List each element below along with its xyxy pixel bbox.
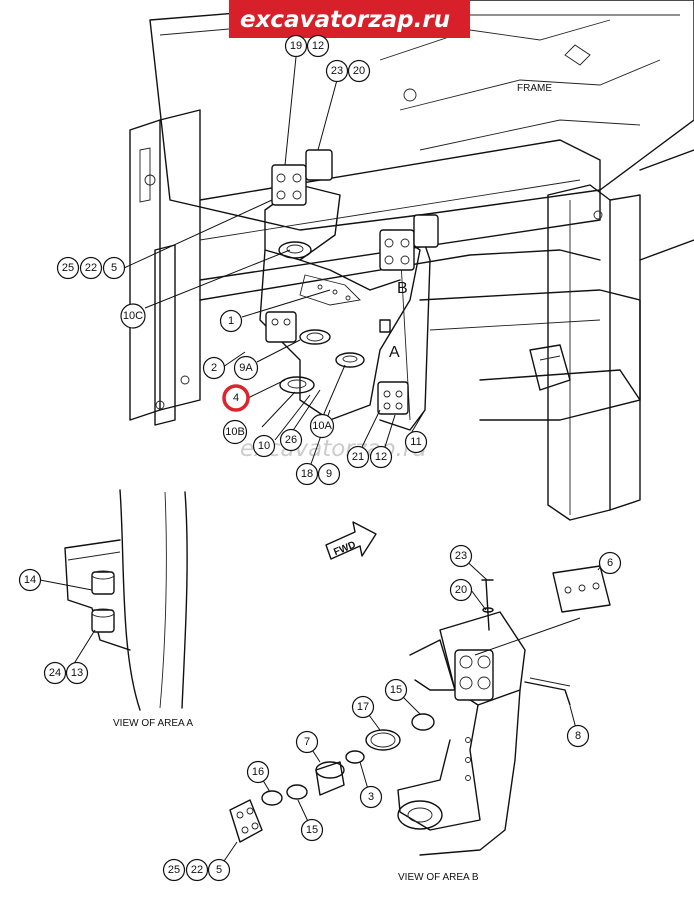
callout-18: 18 (295, 462, 319, 486)
callout-23b: 23 (449, 544, 473, 568)
callout-9: 9 (317, 462, 341, 486)
callout-1: 1 (219, 309, 243, 333)
callout-10: 10 (252, 434, 276, 458)
callout-24: 24 (43, 661, 67, 685)
callout-15b: 15 (300, 818, 324, 842)
callout-2: 2 (202, 356, 226, 380)
svg-text:20: 20 (353, 65, 365, 77)
svg-text:23: 23 (331, 65, 343, 77)
svg-text:8: 8 (575, 730, 581, 742)
callout-23: 23 (325, 59, 349, 83)
callout-10A: 10A (309, 413, 335, 439)
svg-text:10B: 10B (225, 426, 245, 438)
callouts-view-b: 23 20 6 15 17 7 16 3 8 15 25 22 5 (162, 544, 622, 882)
svg-text:12: 12 (375, 451, 387, 463)
svg-text:19: 19 (290, 40, 302, 52)
callout-25b: 25 (162, 858, 186, 882)
watermark-text: excavatorzap.ru (240, 7, 450, 33)
svg-text:14: 14 (24, 574, 36, 586)
svg-text:15: 15 (306, 824, 318, 836)
callout-6: 6 (598, 551, 622, 575)
area-b-letter: B (397, 280, 408, 297)
view-area-b-label: VIEW OF AREA B (398, 872, 479, 883)
svg-text:10: 10 (258, 440, 270, 452)
callout-22: 22 (79, 256, 103, 280)
svg-text:9: 9 (326, 468, 332, 480)
svg-text:10A: 10A (312, 420, 332, 432)
svg-text:4: 4 (233, 392, 239, 404)
svg-text:16: 16 (252, 766, 264, 778)
svg-text:10C: 10C (123, 310, 143, 322)
callout-5: 5 (102, 256, 126, 280)
callouts-top: 19 12 23 20 25 22 5 10C 1 2 9A 4 10B 10 … (56, 34, 428, 486)
leader-lines-top (123, 56, 426, 465)
view-area-a: VIEW OF AREA A (39, 489, 193, 729)
svg-text:25: 25 (62, 262, 74, 274)
callout-11: 11 (404, 430, 428, 454)
callout-9A: 9A (233, 355, 259, 381)
callout-5b: 5 (207, 858, 231, 882)
callout-10C: 10C (120, 303, 146, 329)
view-area-b: VIEW OF AREA B (217, 555, 611, 883)
svg-text:2: 2 (211, 362, 217, 374)
callout-4-highlighted: 4 (222, 384, 250, 412)
view-area-a-label: VIEW OF AREA A (113, 718, 193, 729)
callout-8: 8 (566, 724, 590, 748)
svg-text:22: 22 (85, 262, 97, 274)
callout-26: 26 (279, 428, 303, 452)
svg-text:5: 5 (111, 262, 117, 274)
svg-text:12: 12 (312, 40, 324, 52)
svg-text:11: 11 (410, 436, 421, 448)
svg-text:1: 1 (228, 315, 234, 327)
svg-text:21: 21 (352, 451, 364, 463)
callout-21: 21 (346, 445, 370, 469)
svg-text:26: 26 (285, 434, 297, 446)
svg-text:22: 22 (191, 864, 203, 876)
callout-19: 19 (284, 34, 308, 58)
svg-text:24: 24 (49, 667, 61, 679)
svg-text:5: 5 (216, 864, 222, 876)
svg-text:15: 15 (390, 684, 402, 696)
callout-20: 20 (347, 59, 371, 83)
fwd-arrow: FWD (325, 521, 377, 560)
callout-17: 17 (351, 695, 375, 719)
callout-16: 16 (246, 760, 270, 784)
callout-14: 14 (18, 568, 42, 592)
callout-13: 13 (65, 661, 89, 685)
svg-text:17: 17 (357, 701, 369, 713)
svg-text:23: 23 (455, 550, 467, 562)
callout-10B: 10B (222, 419, 248, 445)
svg-text:3: 3 (368, 791, 374, 803)
svg-text:18: 18 (301, 468, 313, 480)
callout-15: 15 (384, 678, 408, 702)
svg-text:7: 7 (304, 736, 310, 748)
callout-3: 3 (359, 785, 383, 809)
svg-text:6: 6 (607, 557, 613, 569)
frame-label: FRAME (517, 83, 552, 94)
callout-25: 25 (56, 256, 80, 280)
svg-text:20: 20 (455, 584, 467, 596)
svg-text:25: 25 (168, 864, 180, 876)
callout-22b: 22 (185, 858, 209, 882)
watermark: excavatorzap.ru (229, 0, 470, 38)
area-a-letter: A (389, 344, 400, 361)
svg-text:13: 13 (71, 667, 83, 679)
callouts-view-a: 14 24 13 (18, 568, 89, 685)
callout-7: 7 (295, 730, 319, 754)
callout-12b: 12 (369, 445, 393, 469)
callout-20b: 20 (449, 578, 473, 602)
svg-text:9A: 9A (239, 362, 253, 374)
frame-assembly: FRAME B A (129, 0, 694, 521)
callout-12: 12 (306, 34, 330, 58)
